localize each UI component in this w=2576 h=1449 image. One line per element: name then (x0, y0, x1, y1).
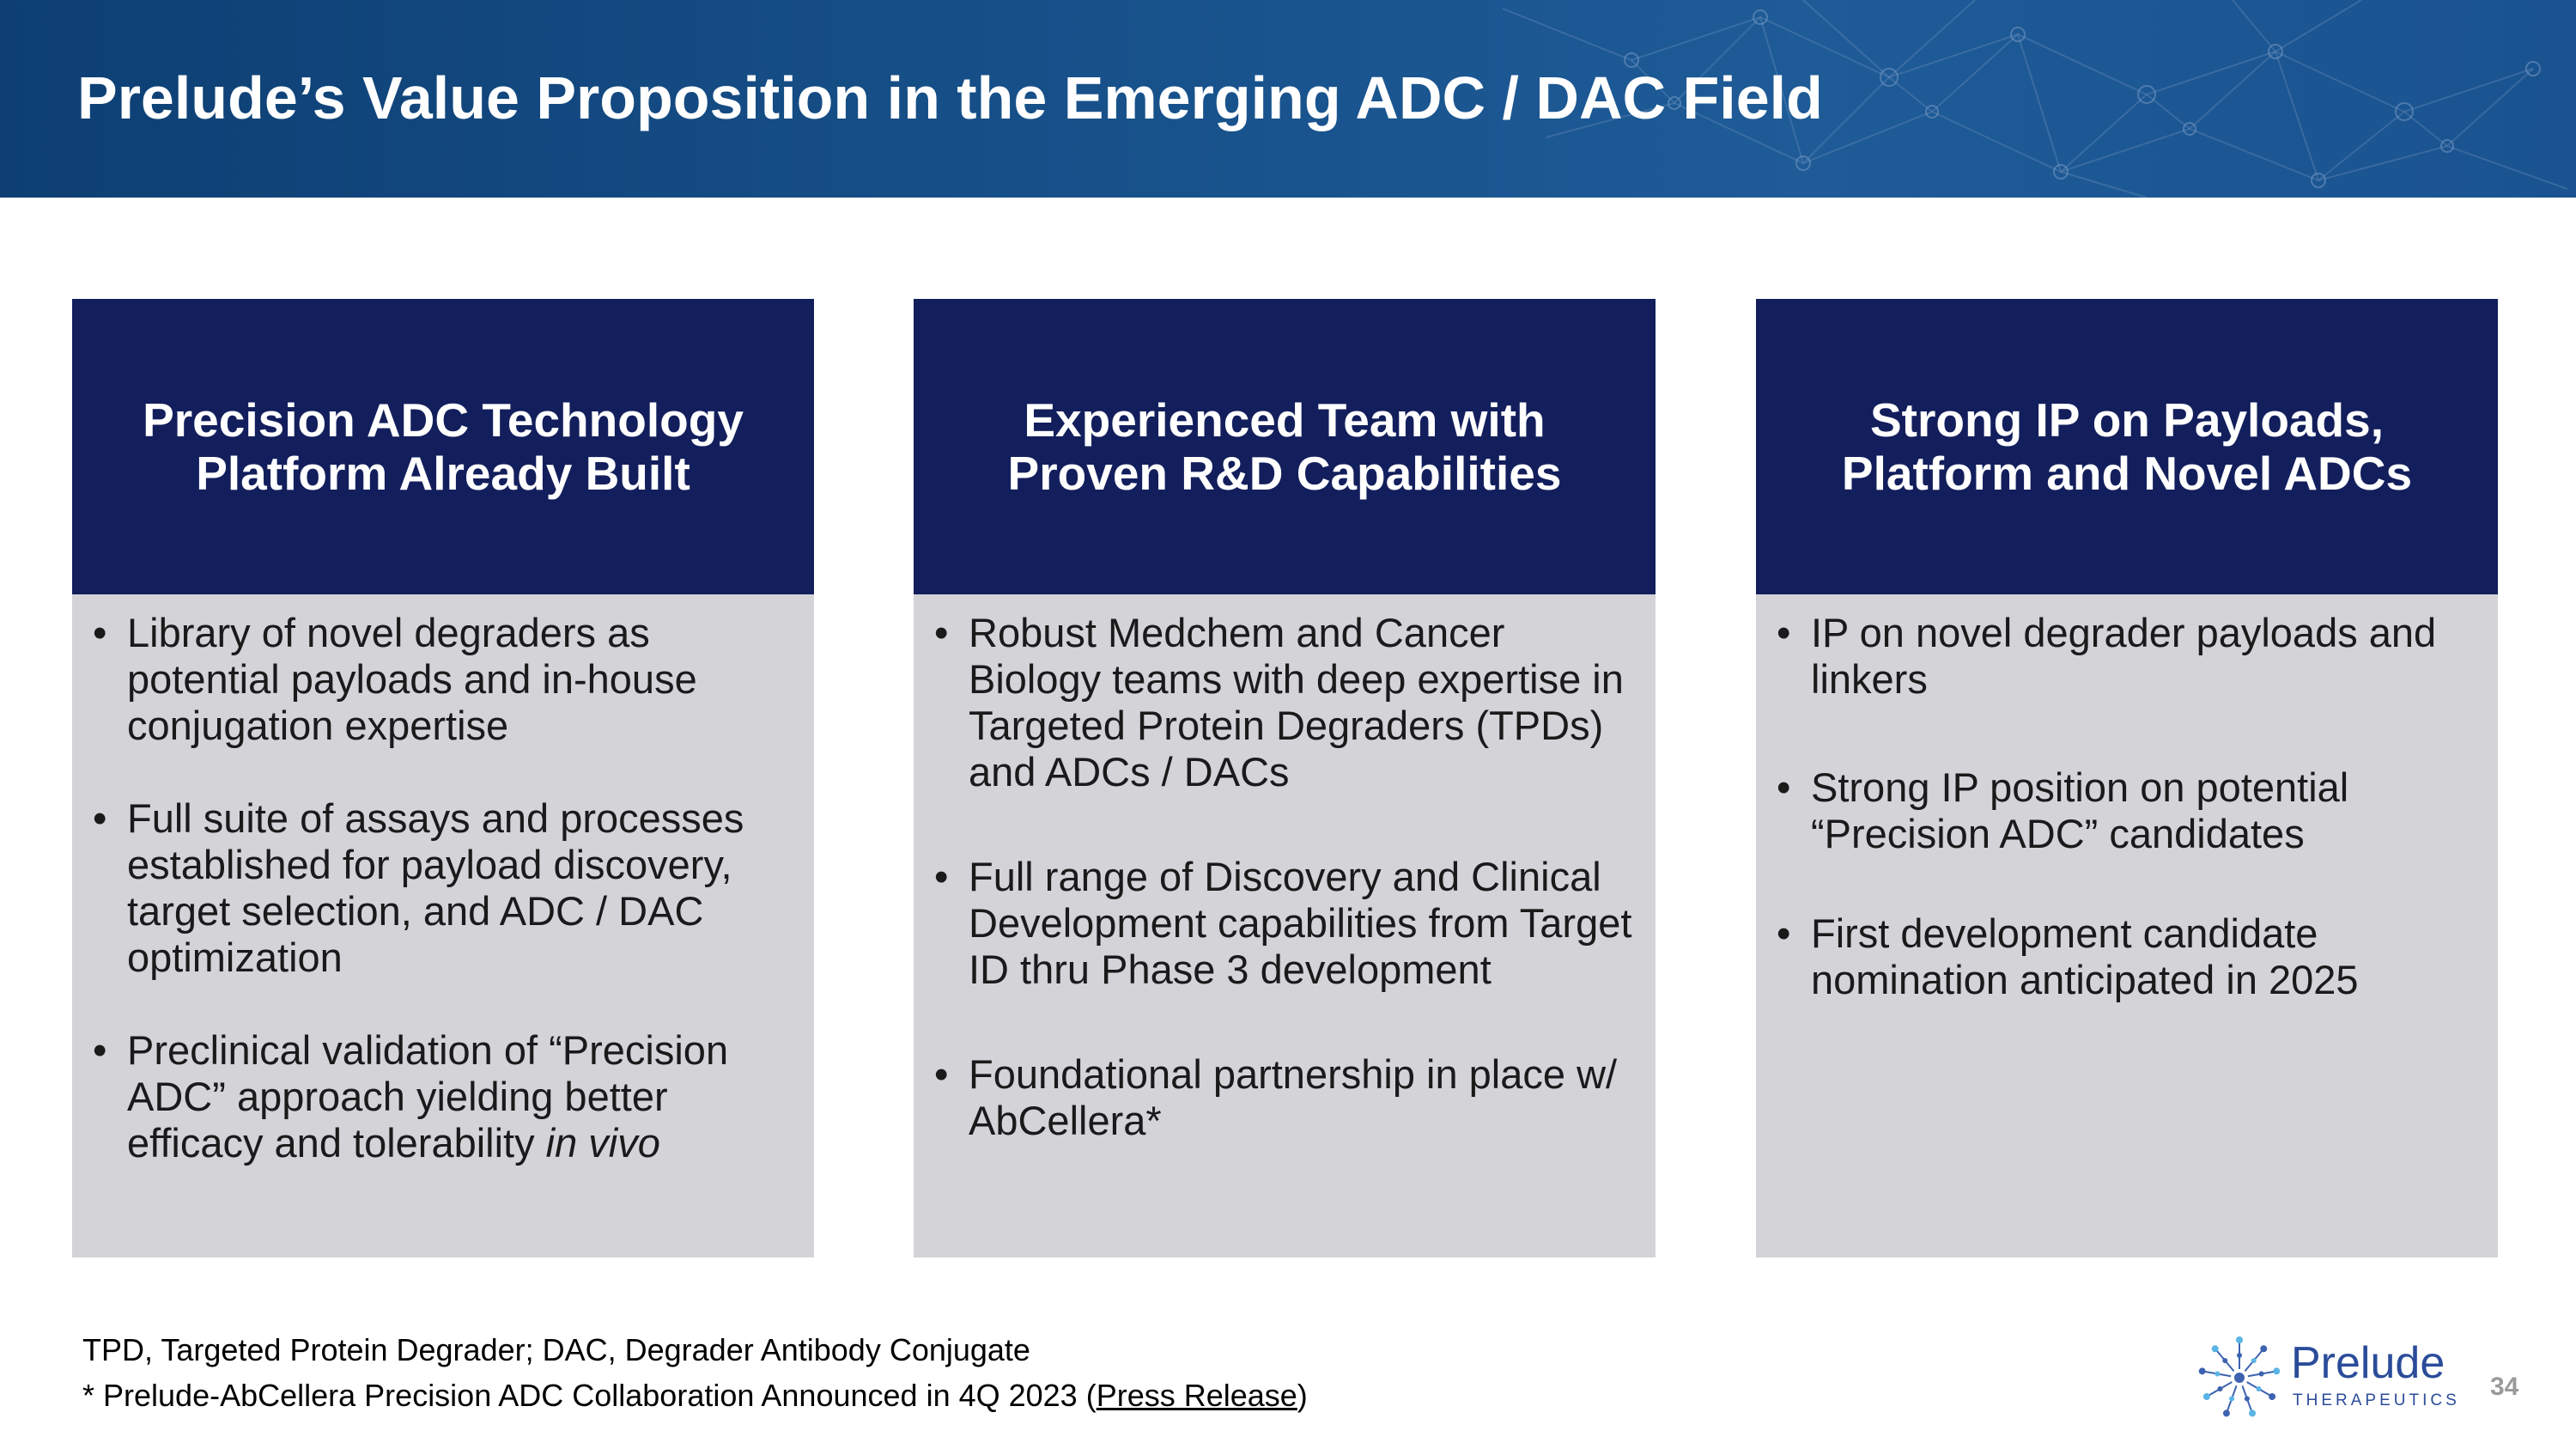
bullet-emphasis: in vivo (545, 1120, 660, 1166)
title-banner: Prelude’s Value Proposition in the Emerg… (0, 0, 2576, 198)
column-ip: Strong IP on Payloads, Platform and Nove… (1756, 299, 2498, 1257)
press-release-link[interactable]: Press Release (1096, 1378, 1297, 1413)
bullet-item: Full suite of assays and processes estab… (93, 795, 793, 981)
column-platform: Precision ADC Technology Platform Alread… (72, 299, 814, 1257)
bullet-item: Strong IP position on potential “Precisi… (1777, 764, 2477, 857)
column-header: Precision ADC Technology Platform Alread… (72, 299, 814, 594)
footnote-collab-suffix: ) (1297, 1378, 1308, 1413)
bullet-item: First development candidate nomination a… (1777, 910, 2477, 1003)
column-header: Strong IP on Payloads, Platform and Nove… (1756, 299, 2498, 594)
bullet-list: Robust Medchem and Cancer Biology teams … (934, 610, 1635, 1144)
column-body: Robust Medchem and Cancer Biology teams … (914, 594, 1656, 1257)
page-number: 34 (2490, 1373, 2519, 1401)
footnote-collaboration: * Prelude-AbCellera Precision ADC Collab… (82, 1377, 1308, 1415)
bullet-item: Robust Medchem and Cancer Biology teams … (934, 610, 1635, 795)
bullet-item: Full range of Discovery and Clinical Dev… (934, 854, 1635, 993)
network-pattern (1502, 0, 2568, 198)
footnote-collab-text: * Prelude-AbCellera Precision ADC Collab… (82, 1378, 1097, 1413)
column-body: Library of novel degraders as potential … (72, 594, 814, 1257)
bullet-list: IP on novel degrader payloads and linker… (1777, 610, 2477, 1003)
bullet-text: Preclinical validation of “Precision ADC… (127, 1027, 729, 1166)
bullet-item: Foundational partnership in place w/ AbC… (934, 1051, 1635, 1144)
bullet-list: Library of novel degraders as potential … (93, 610, 793, 1166)
column-header: Experienced Team with Proven R&D Capabil… (914, 299, 1656, 594)
bullet-item: Library of novel degraders as potential … (93, 610, 793, 749)
footnote-abbreviations: TPD, Targeted Protein Degrader; DAC, Deg… (82, 1332, 1030, 1367)
logo-subtitle: THERAPEUTICS (2293, 1391, 2460, 1409)
column-heading: Experienced Team with Proven R&D Capabil… (1007, 393, 1562, 500)
prelude-logo: Prelude THERAPEUTICS (2195, 1331, 2457, 1426)
bullet-item: IP on novel degrader payloads and linker… (1777, 610, 2477, 703)
prelude-logo-icon (2198, 1336, 2281, 1417)
column-body: IP on novel degrader payloads and linker… (1756, 594, 2498, 1257)
slide-title: Prelude’s Value Proposition in the Emerg… (77, 64, 1823, 131)
column-team: Experienced Team with Proven R&D Capabil… (914, 299, 1656, 1257)
bullet-item: Preclinical validation of “Precision ADC… (93, 1027, 793, 1166)
logo-wordmark: Prelude (2291, 1338, 2445, 1388)
column-heading: Strong IP on Payloads, Platform and Nove… (1841, 393, 2413, 500)
column-heading: Precision ADC Technology Platform Alread… (143, 393, 744, 500)
